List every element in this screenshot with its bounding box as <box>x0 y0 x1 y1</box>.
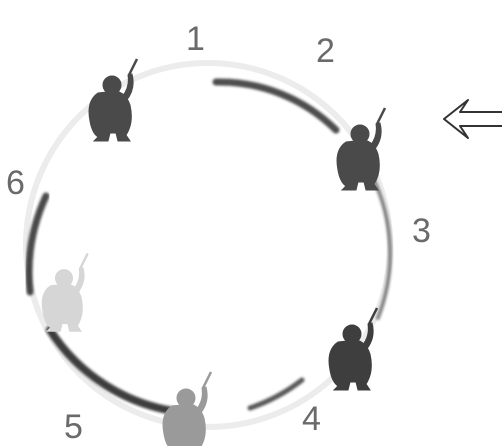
stage-number-1: 1 <box>186 20 205 58</box>
stage-number-5: 5 <box>64 408 83 446</box>
stage-number-4: 4 <box>302 400 321 438</box>
arc-segment-1-2 <box>216 82 336 130</box>
stage-number-3: 3 <box>412 212 431 250</box>
stage-number-6: 6 <box>6 164 25 202</box>
double-left-arrow-icon <box>444 100 502 138</box>
stage-number-2: 2 <box>316 32 335 70</box>
ape-with-stick-icon <box>163 372 211 446</box>
ape-with-stick-icon <box>329 308 377 390</box>
ape-with-stick-icon <box>42 253 88 331</box>
ape-with-stick-icon <box>89 59 137 141</box>
